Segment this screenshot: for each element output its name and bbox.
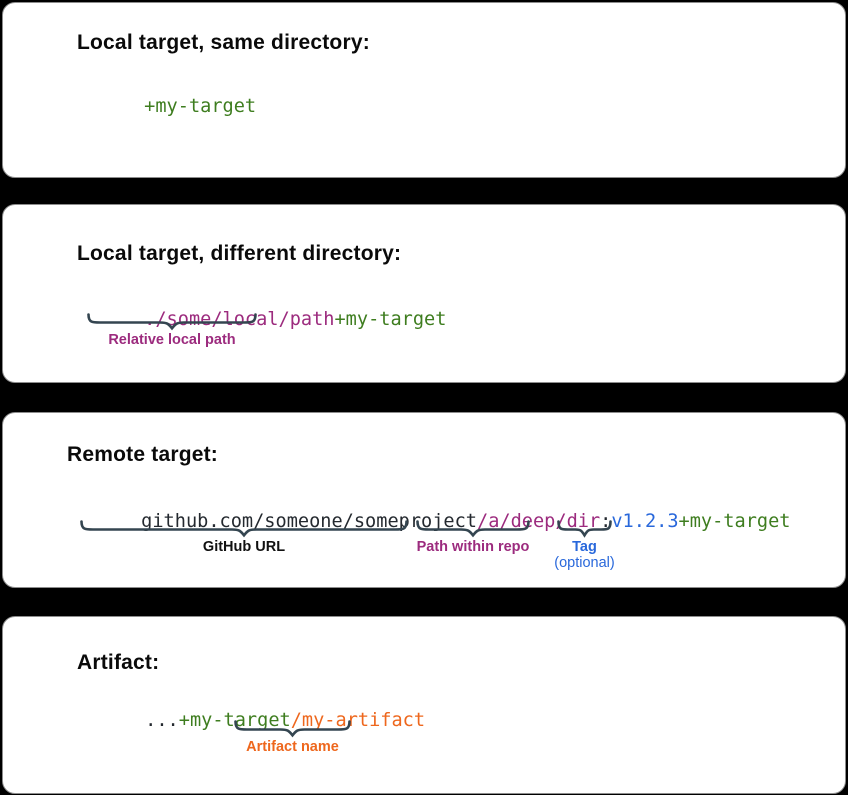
annotation-label: Tag xyxy=(572,539,597,555)
panel-local-same-directory: Local target, same directory: +my-target xyxy=(2,2,846,178)
code-segment-artifact: /my-artifact xyxy=(290,710,426,731)
code-segment-ellipsis: ... xyxy=(145,710,179,731)
underbrace-icon xyxy=(80,520,408,538)
code-line: github.com/someone/someproject/a/deep/di… xyxy=(74,490,790,553)
annotation-github-url: GitHub URL xyxy=(80,520,408,555)
code-segment-tag: v1.2.3 xyxy=(611,511,679,532)
panel-remote-target: Remote target: github.com/someone/somepr… xyxy=(2,412,846,588)
panel-artifact: Artifact: ...+my-target/my-artifact Arti… xyxy=(2,616,846,794)
panel-title: Local target, same directory: xyxy=(77,31,370,54)
code-segment-colon: : xyxy=(600,511,612,532)
annotation-label: Artifact name xyxy=(246,739,339,755)
annotation-relative-local-path: Relative local path xyxy=(87,313,257,348)
code-segment-relative-path: ./some/local/path xyxy=(144,309,335,330)
code-segment-github-url: github.com/someone/someproject xyxy=(141,511,478,532)
underbrace-icon xyxy=(87,313,257,331)
code-line: ./some/local/path+my-target xyxy=(77,288,446,351)
code-segment-target: +my-target xyxy=(144,96,257,117)
code-segment-target: +my-target xyxy=(678,511,791,532)
underbrace-icon xyxy=(416,520,530,538)
panel-title: Local target, different directory: xyxy=(77,242,402,265)
code-segment-repo-path: /a/deep/dir xyxy=(477,511,601,532)
panel-title: Artifact: xyxy=(77,651,160,674)
panel-title: Remote target: xyxy=(67,443,218,466)
annotation-label: Relative local path xyxy=(108,332,236,348)
underbrace-icon xyxy=(234,720,351,738)
annotation-artifact-name: Artifact name xyxy=(234,720,351,755)
annotation-label: Path within repo xyxy=(416,539,530,555)
annotation-tag: Tag (optional) xyxy=(554,520,615,572)
annotation-sublabel: (optional) xyxy=(554,555,615,571)
annotation-label: GitHub URL xyxy=(202,539,286,555)
annotation-path-within-repo: Path within repo xyxy=(416,520,530,555)
panel-local-different-directory: Local target, different directory: ./som… xyxy=(2,204,846,383)
code-segment-target: +my-target xyxy=(334,309,447,330)
code-line: +my-target xyxy=(77,75,256,138)
underbrace-icon xyxy=(557,520,612,538)
